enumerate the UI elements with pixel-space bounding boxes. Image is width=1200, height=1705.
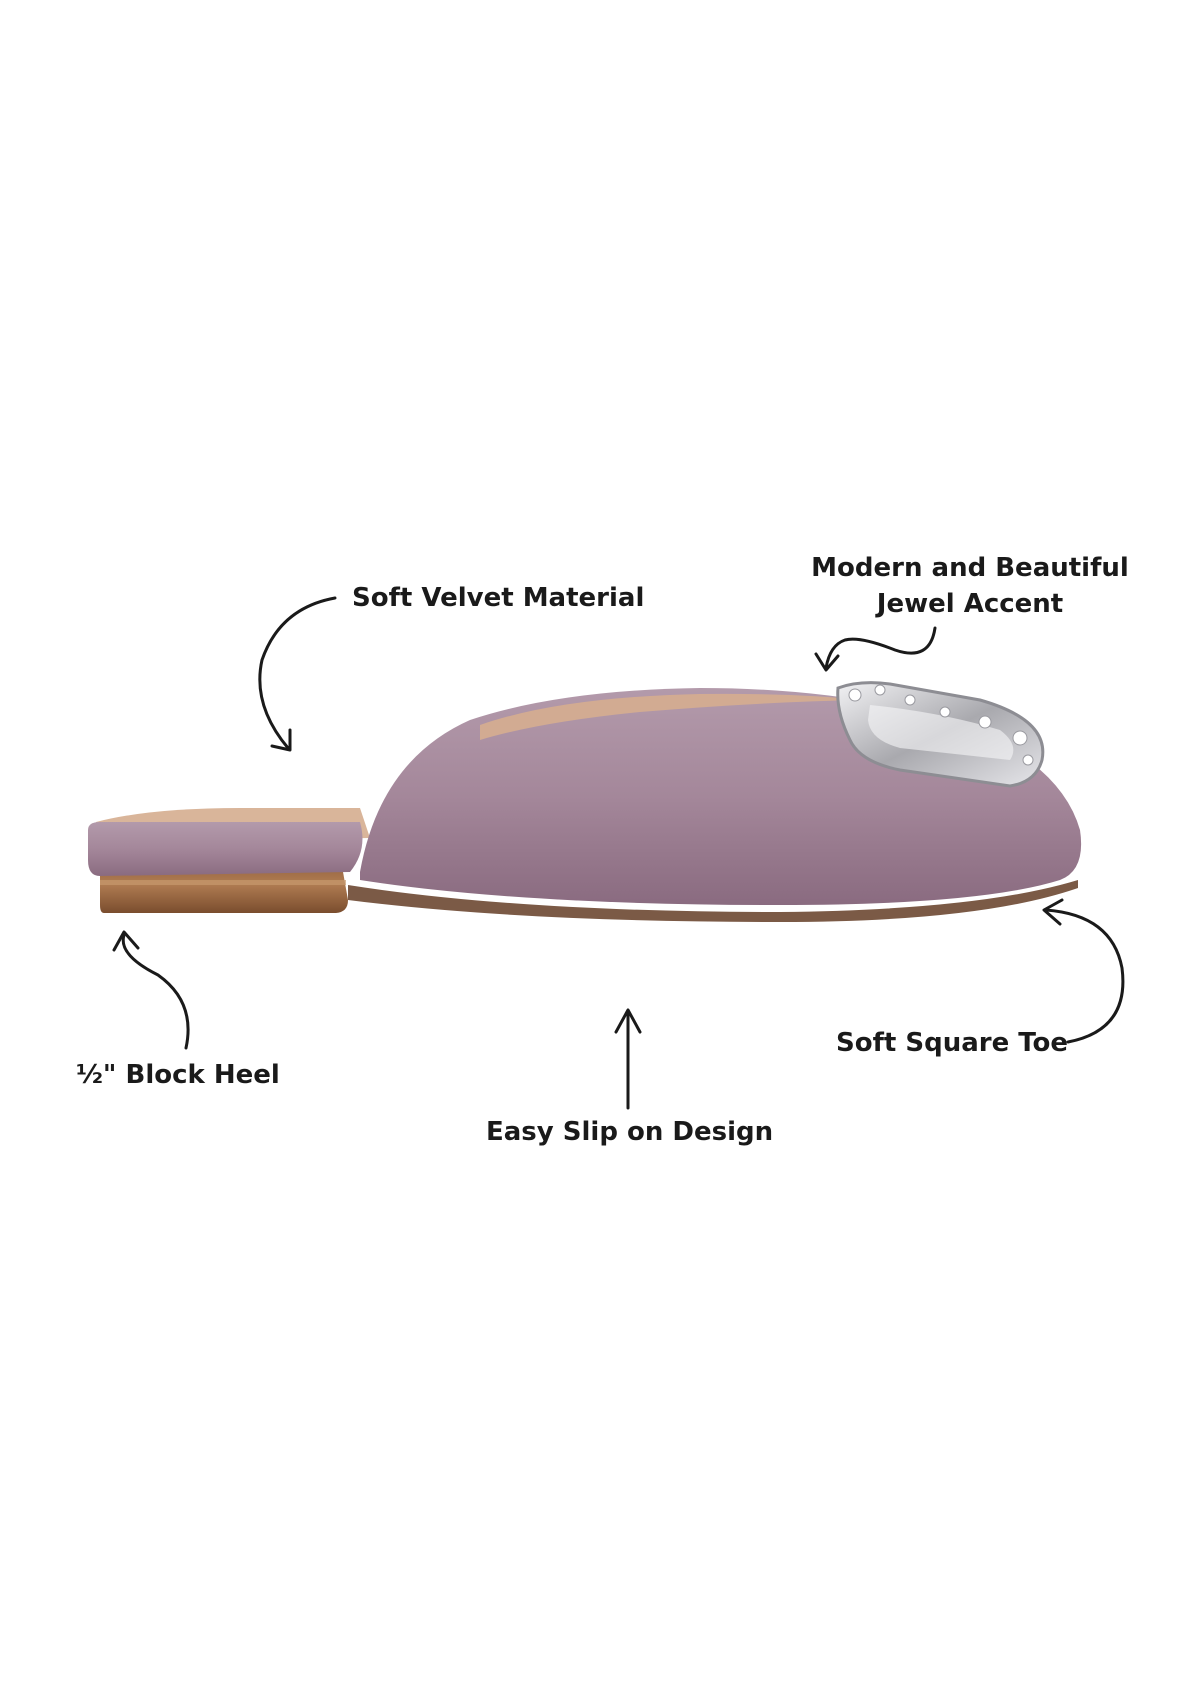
label-easy-slip-on: Easy Slip on Design: [486, 1117, 774, 1147]
curved-arrow-icon: [270, 728, 292, 752]
wavy-arrow-icon: [814, 652, 840, 672]
curved-arrow-icon: [112, 930, 140, 952]
shoe-opening: [480, 693, 860, 740]
label-jewel-line2: Jewel Accent: [876, 589, 1064, 619]
heel-collar: [88, 822, 363, 876]
label-soft-square-toe: Soft Square Toe: [836, 1028, 1069, 1058]
curved-arrow-icon: [258, 596, 337, 750]
sole: [348, 880, 1078, 922]
curved-arrow-icon: [1042, 898, 1064, 926]
straight-arrow-icon: [614, 1008, 642, 1034]
jewel-accent: [836, 681, 1045, 788]
curved-arrow-icon: [121, 933, 190, 1050]
curved-arrow-icon: [1044, 908, 1125, 1044]
label-jewel-line1: Modern and Beautiful: [811, 553, 1129, 583]
label-jewel-accent: Modern and Beautiful Jewel Accent: [800, 550, 1140, 622]
label-block-heel: ½" Block Heel: [76, 1060, 280, 1090]
wavy-arrow-icon: [824, 626, 937, 670]
label-soft-velvet-material: Soft Velvet Material: [352, 583, 645, 613]
